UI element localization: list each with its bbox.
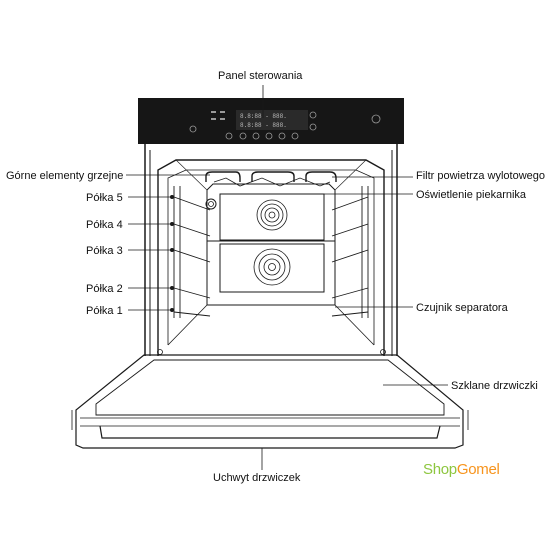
- label-shelf-3: Półka 3: [86, 245, 123, 257]
- label-control-panel: Panel sterowania: [218, 70, 303, 82]
- leader-lines: [126, 85, 448, 470]
- oven-door: [71, 349, 469, 449]
- oven-body: [144, 144, 398, 356]
- label-shelf-2: Półka 2: [86, 283, 123, 295]
- display-top: 8.8:88 - 888.: [240, 113, 287, 120]
- logo-part-gomel: Gomel: [456, 461, 500, 478]
- label-oven-light: Oświetlenie piekarnika: [416, 189, 527, 201]
- shopgomel-logo: ShopGomel: [423, 461, 500, 478]
- label-divider-sensor: Czujnik separatora: [416, 302, 509, 314]
- label-glass-door: Szklane drzwiczki: [451, 380, 538, 392]
- diagram-labels: Panel sterowania Górne elementy grzejne …: [6, 70, 545, 484]
- upper-fan: [256, 199, 288, 231]
- right-shelf-rails: [331, 186, 369, 318]
- lower-fan: [253, 248, 291, 286]
- label-top-heating: Górne elementy grzejne: [6, 170, 123, 182]
- display-bottom: 8.8:88 - 888.: [240, 122, 287, 129]
- label-shelf-4: Półka 4: [86, 219, 123, 231]
- label-shelf-5: Półka 5: [86, 192, 123, 204]
- label-door-handle: Uchwyt drzwiczek: [213, 472, 301, 484]
- left-shelf-rails: [173, 186, 211, 318]
- control-panel: 8.8:88 - 888. 8.8:88 - 888.: [138, 98, 404, 144]
- logo-part-shop: Shop: [423, 461, 457, 478]
- label-shelf-1: Półka 1: [86, 305, 123, 317]
- oven-light: [205, 198, 217, 210]
- divider: [207, 193, 335, 293]
- top-heating-element: [205, 171, 337, 187]
- label-exhaust-filter: Filtr powietrza wylotowego: [416, 170, 545, 182]
